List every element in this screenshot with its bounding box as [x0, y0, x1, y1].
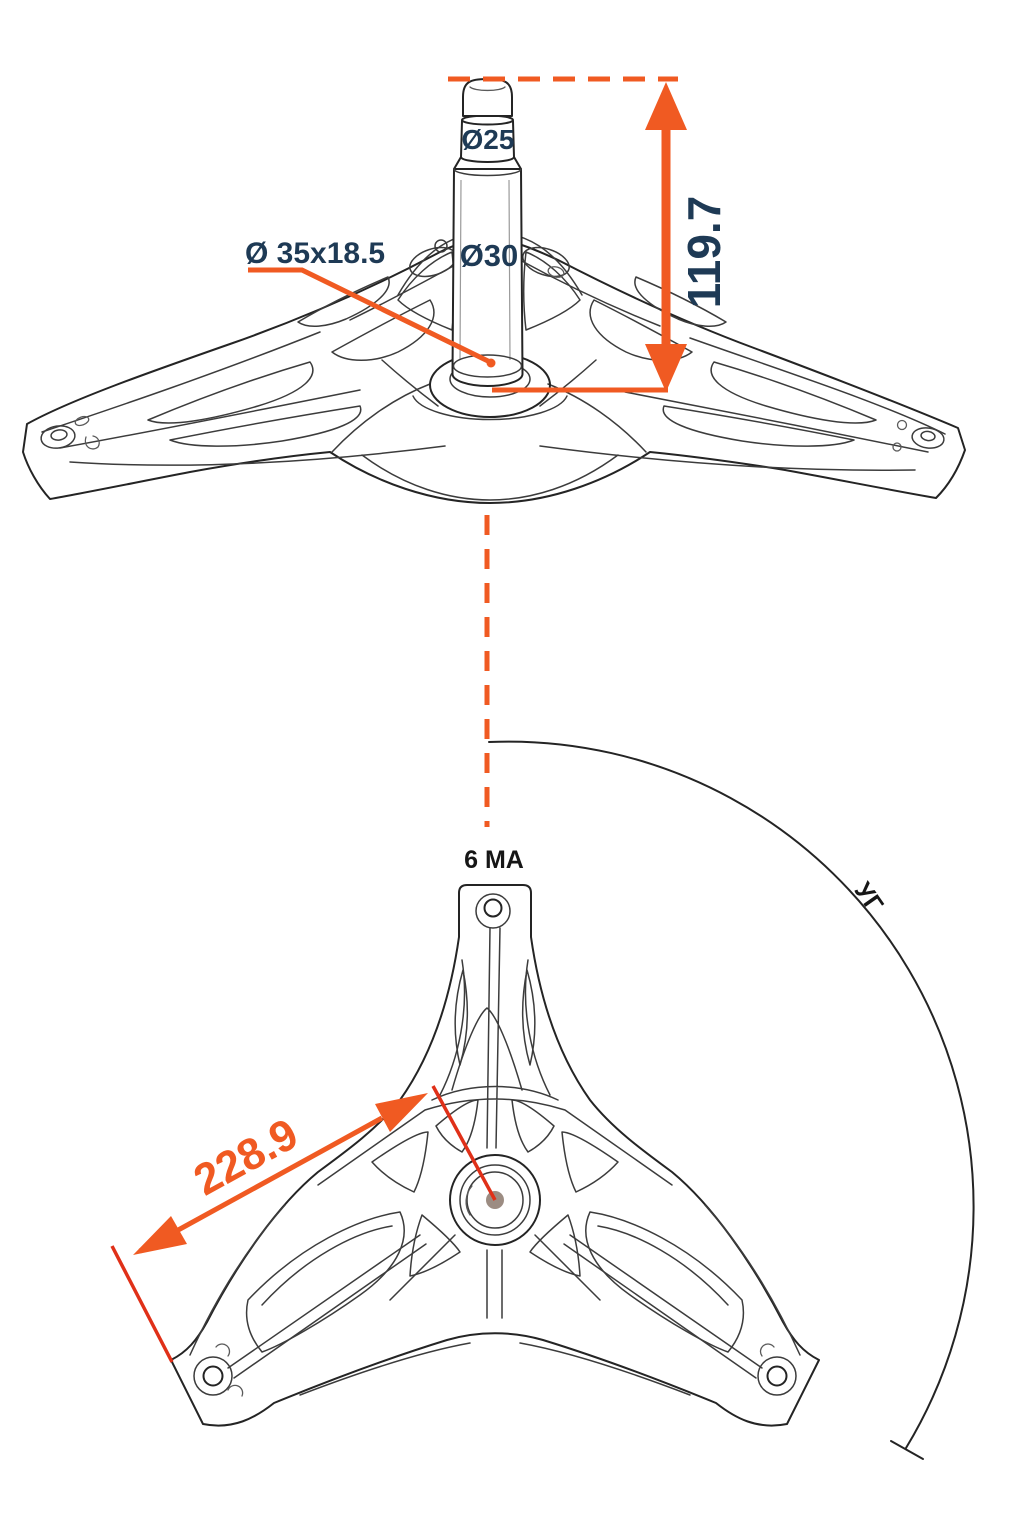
left-arm-notch-2	[227, 1384, 244, 1397]
left-arm-hole	[202, 1365, 224, 1387]
side-view-outline	[22, 237, 966, 504]
length-arrow-upper	[375, 1093, 428, 1132]
shaft-cylinder-shading	[459, 179, 511, 361]
hub-ring-mid	[459, 1164, 531, 1236]
shaft-collar	[452, 354, 523, 378]
top-arm-hole	[483, 898, 503, 918]
shaft-height-label: 119.7	[678, 196, 730, 309]
length-arrow-lower	[133, 1216, 187, 1255]
dia25-label: Ø25	[462, 124, 515, 155]
shaft-cylinder	[451, 168, 524, 387]
rear-arm-window-right	[522, 246, 570, 278]
rear-arm-small-hole	[434, 239, 448, 253]
dia30-label: Ø30	[460, 238, 519, 273]
hub-bore-leader-dot	[486, 358, 496, 368]
left-arm-boss	[193, 1356, 233, 1396]
hub-skirt-arc	[412, 395, 568, 421]
side-view-rib-cutouts	[147, 251, 877, 453]
shaft-shoulder-arc	[453, 168, 522, 177]
right-arm-notch	[759, 1343, 775, 1357]
angle-arc	[488, 740, 975, 1449]
right-tip-small-hole-1	[896, 419, 908, 431]
right-arm-hole	[766, 1365, 788, 1387]
left-tip-notch	[84, 435, 100, 450]
height-arrow-down	[645, 344, 687, 392]
hub-bore-leader-line	[248, 267, 492, 365]
left-tip-slot	[74, 415, 90, 427]
angle-arc-tick	[890, 1440, 924, 1460]
left-arm-notch	[215, 1343, 231, 1357]
right-arm-boss	[757, 1356, 797, 1396]
top-view-ribs	[189, 927, 801, 1396]
radius-reference-line	[431, 1085, 497, 1201]
marking-label: 6 MA	[464, 846, 524, 874]
right-tip-small-hole-2	[892, 442, 902, 452]
shaft-cap	[462, 78, 513, 117]
length-extension-line	[110, 1245, 174, 1363]
shaft	[451, 78, 524, 387]
shaft-dia25-section	[460, 120, 515, 163]
hub-bore-label: Ø 35x18.5	[245, 237, 385, 270]
right-tip-boss	[911, 427, 945, 449]
top-view-cutouts	[245, 969, 745, 1353]
left-tip-boss	[40, 425, 76, 449]
right-tip-hole	[920, 430, 936, 442]
hub-ring-arc	[465, 1185, 473, 1216]
height-arrow-up	[645, 82, 687, 130]
top-arm-boss	[475, 893, 511, 929]
length-dimension-line	[138, 1115, 384, 1254]
angle-label: УГ	[849, 877, 889, 917]
left-tip-hole	[50, 429, 68, 441]
rear-arm-small-slot	[547, 266, 565, 278]
shaft-cap-chamfer	[469, 86, 506, 92]
top-view-drawing: 228.9	[110, 884, 820, 1427]
hub-ring-outer	[449, 1154, 541, 1246]
hub-ring-inner	[466, 1171, 524, 1229]
side-view-drawing: 119.7 Ø 35x18.5 Ø25 Ø30	[22, 76, 966, 504]
top-view-holes	[193, 893, 797, 1397]
top-view-outline	[170, 884, 820, 1427]
side-view-inner-lines	[41, 257, 946, 501]
